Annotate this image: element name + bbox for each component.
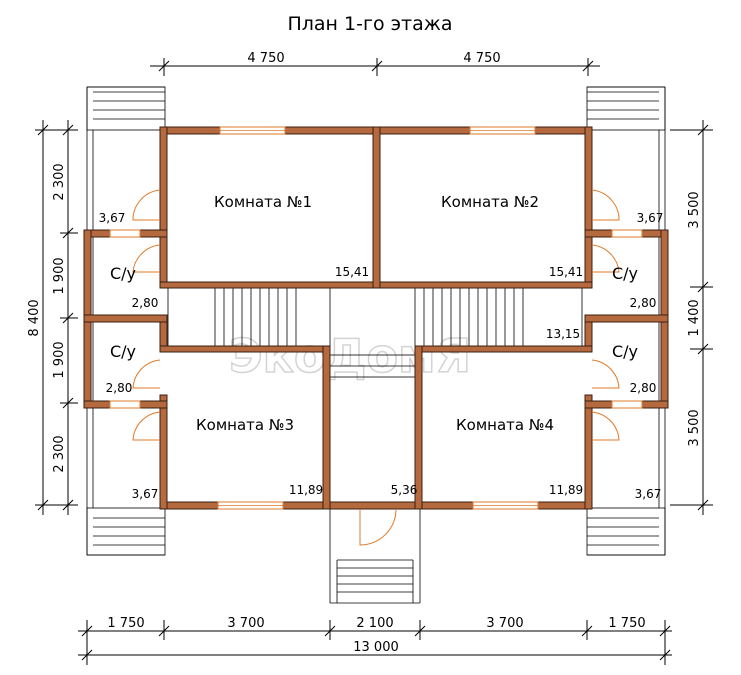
walls: [83, 126, 669, 510]
entry-area: 5,36: [391, 483, 418, 497]
stairs-bottom-left: [86, 507, 166, 556]
dim-bottom-1: 1 750: [107, 616, 144, 631]
dim-left-total: 8 400: [27, 299, 42, 336]
porch-area-br: 3,67: [635, 487, 662, 501]
dim-bottom-total: 13 000: [353, 640, 399, 655]
bathroom-label-tr: С/у: [612, 264, 638, 283]
stairs-top-right: [586, 86, 666, 131]
dim-bottom-5: 1 750: [608, 616, 645, 631]
plan-title: План 1-го этажа: [287, 13, 452, 35]
dim-bottom-4: 3 700: [486, 616, 523, 631]
dim-left-4: 2 300: [52, 435, 67, 472]
bathroom-label-tl: С/у: [110, 264, 136, 283]
dim-bottom-2: 3 700: [227, 616, 264, 631]
porch-area-tl: 3,67: [99, 211, 126, 225]
stairs-top-left: [86, 86, 166, 131]
room-1-area: 15,41: [335, 265, 369, 279]
dim-top-2: 4 750: [463, 51, 500, 66]
dim-top-1: 4 750: [247, 51, 284, 66]
dims-left: [35, 120, 78, 515]
dim-bottom-3: 2 100: [356, 616, 393, 631]
watermark: ЭкоДомЯ: [229, 329, 471, 383]
bathroom-label-br: С/у: [612, 342, 638, 361]
bathroom-area-tr: 2,80: [630, 296, 657, 310]
room-4-name: Комната №4: [456, 416, 554, 434]
bathroom-label-bl: С/у: [110, 342, 136, 361]
porch-area-tr: 3,67: [637, 211, 664, 225]
room-2-name: Комната №2: [441, 193, 539, 211]
bathroom-area-bl: 2,80: [106, 381, 133, 395]
dims-bottom: [78, 620, 672, 665]
room-1-name: Комната №1: [214, 193, 312, 211]
room-2-area: 15,41: [549, 265, 583, 279]
dim-left-2: 1 900: [52, 257, 67, 294]
room-3-name: Комната №3: [196, 416, 294, 434]
dims-right: [670, 120, 713, 515]
dim-right-1: 3 500: [687, 191, 702, 228]
dim-left-1: 2 300: [52, 163, 67, 200]
stairs-bottom-right: [586, 507, 666, 556]
bathroom-area-tl: 2,80: [132, 296, 159, 310]
hall-area: 13,15: [546, 327, 580, 341]
entrance-porch: [329, 508, 421, 604]
doors: [132, 189, 620, 546]
room-4-area: 11,89: [549, 483, 583, 497]
room-3-area: 11,89: [289, 483, 323, 497]
windows: [109, 126, 643, 510]
bathroom-area-br: 2,80: [630, 381, 657, 395]
porch-area-bl: 3,67: [132, 487, 159, 501]
dim-right-3: 3 500: [687, 409, 702, 446]
dim-left-3: 1 900: [52, 341, 67, 378]
dims-top: [150, 58, 600, 76]
dim-right-2: 1 400: [687, 299, 702, 336]
